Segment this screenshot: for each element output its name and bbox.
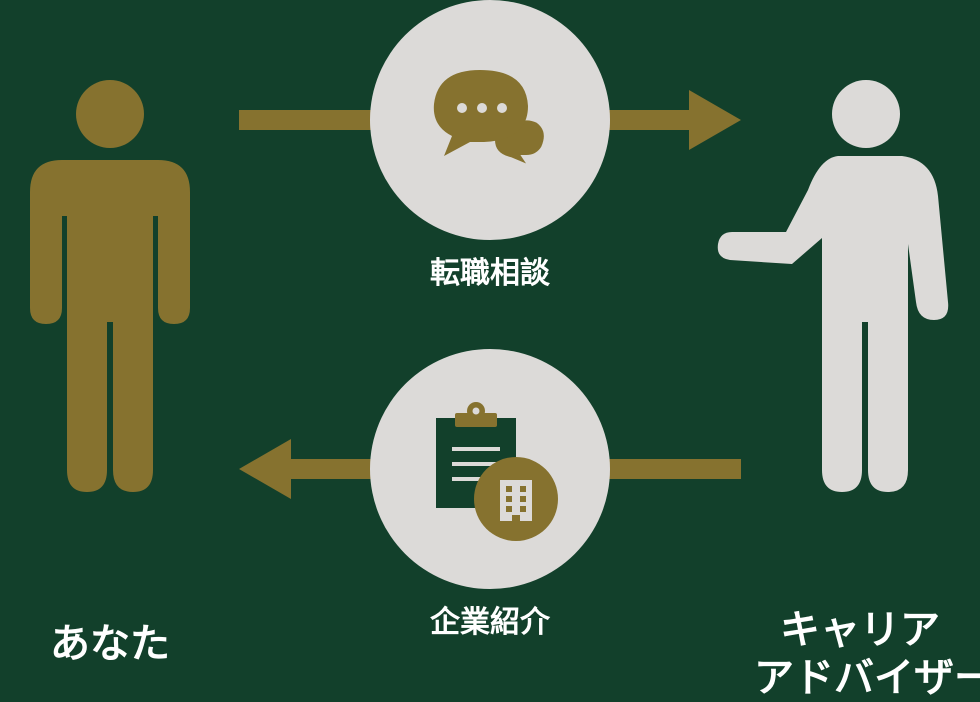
consultation-label: 転職相談 bbox=[430, 256, 550, 291]
clipboard-building-icon bbox=[436, 402, 558, 541]
advisor-label: キャリア アドバイザー bbox=[740, 606, 980, 702]
person-pointing-icon bbox=[717, 80, 949, 492]
advisor-label-line1: キャリア bbox=[780, 607, 940, 653]
person-icon bbox=[30, 80, 190, 492]
company-intro-label: 企業紹介 bbox=[430, 605, 550, 640]
chat-bubbles-icon bbox=[433, 70, 550, 177]
you-label: あなた bbox=[50, 621, 170, 667]
building-icon bbox=[500, 480, 532, 521]
advisor-label-line2: アドバイザー bbox=[754, 655, 980, 701]
